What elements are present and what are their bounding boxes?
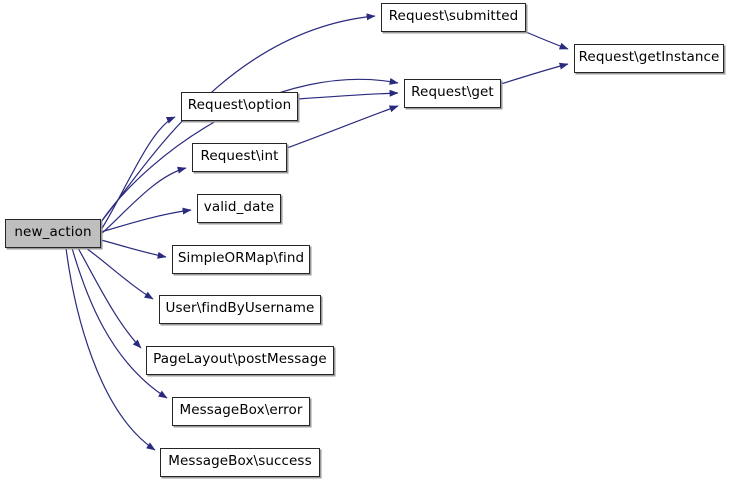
edge-request_int-to-request_get xyxy=(286,105,399,149)
node-label-pagelayout_postmessage: PageLayout\postMessage xyxy=(153,351,327,368)
node-new_action[interactable]: new_action xyxy=(5,219,101,248)
edge-request_option-to-request_get xyxy=(297,89,399,100)
edge-request_submitted-to-request_getinstance xyxy=(525,31,569,50)
node-label-request_getinstance: Request\getInstance xyxy=(578,49,720,66)
edge-new_action-to-valid_date xyxy=(100,207,192,233)
node-request_submitted[interactable]: Request\submitted xyxy=(381,3,526,32)
node-messagebox_success[interactable]: MessageBox\success xyxy=(160,448,320,477)
node-label-user_findbyusername: User\findByUsername xyxy=(165,300,315,317)
node-request_option[interactable]: Request\option xyxy=(181,92,298,121)
node-label-new_action: new_action xyxy=(14,224,92,241)
edge-new_action-to-request_option xyxy=(100,116,176,231)
edge-new_action-to-simpleormap_find xyxy=(100,239,167,259)
node-label-valid_date: valid_date xyxy=(203,199,275,216)
node-label-request_int: Request\int xyxy=(200,148,279,165)
edge-new_action-to-pagelayout_postmessage xyxy=(77,247,142,349)
edge-new_action-to-messagebox_success xyxy=(65,247,156,451)
edge-group xyxy=(65,13,569,451)
node-request_get[interactable]: Request\get xyxy=(404,79,501,108)
node-label-messagebox_error: MessageBox\error xyxy=(179,402,303,419)
node-request_int[interactable]: Request\int xyxy=(192,143,287,172)
node-label-request_get: Request\get xyxy=(411,84,494,101)
edge-new_action-to-messagebox_error xyxy=(71,247,168,399)
node-label-request_option: Request\option xyxy=(187,97,292,114)
node-label-messagebox_success: MessageBox\success xyxy=(168,453,312,470)
node-request_getinstance[interactable]: Request\getInstance xyxy=(574,44,724,73)
edge-new_action-to-request_int xyxy=(100,166,187,235)
edge-request_get-to-request_getinstance xyxy=(500,62,569,85)
node-simpleormap_find[interactable]: SimpleORMap\find xyxy=(172,245,310,274)
node-user_findbyusername[interactable]: User\findByUsername xyxy=(159,295,321,324)
edge-new_action-to-user_findbyusername xyxy=(85,247,154,300)
node-label-simpleormap_find: SimpleORMap\find xyxy=(177,250,305,267)
node-label-request_submitted: Request\submitted xyxy=(388,8,519,25)
node-valid_date[interactable]: valid_date xyxy=(197,194,281,223)
node-messagebox_error[interactable]: MessageBox\error xyxy=(172,397,310,426)
node-pagelayout_postmessage[interactable]: PageLayout\postMessage xyxy=(146,346,334,375)
